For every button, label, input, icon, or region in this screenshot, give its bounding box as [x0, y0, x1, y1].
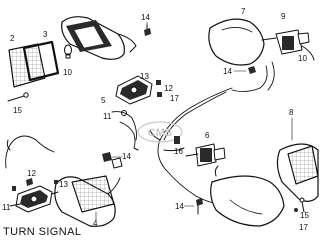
- front-right-nut-12: [12, 178, 33, 191]
- callout-14-d: 14: [175, 202, 184, 211]
- stud-14-d: [196, 198, 203, 215]
- grommet-14-b: [102, 152, 112, 162]
- cms-watermark: CMS: [137, 121, 183, 143]
- stud-14-a: [144, 24, 151, 36]
- center-grommet-16: [174, 136, 180, 144]
- callout-10-b: 10: [298, 54, 307, 63]
- callout-6: 6: [205, 131, 210, 140]
- callout-13-a: 13: [140, 72, 149, 81]
- rear-right-bulb-socket-9: [275, 29, 315, 61]
- callout-14-c: 14: [223, 67, 232, 76]
- watermark-text: CMS: [148, 127, 172, 139]
- rear-right-turn-signal-housing: [208, 18, 277, 66]
- front-right-bracket: [9, 185, 53, 213]
- callout-10-a: 10: [63, 68, 72, 77]
- callout-17-b: 17: [299, 223, 308, 232]
- lens-screws-15-17: [294, 197, 305, 213]
- center-wire-harness: [149, 87, 233, 205]
- front-left-bracket: [115, 75, 153, 105]
- callout-11-b: 11: [2, 203, 11, 212]
- rear-right-turn-signal-body: [210, 165, 285, 227]
- front-left-bulb-10: [64, 44, 72, 59]
- front-right-stem-wiring: [5, 135, 55, 169]
- lens-screw-15: [7, 92, 29, 102]
- callout-4: 4: [93, 219, 98, 228]
- rear-right-lens-housing: [276, 143, 319, 202]
- callout-5: 5: [101, 96, 106, 105]
- callout-15-a: 15: [13, 106, 22, 115]
- callout-17-a: 17: [170, 94, 179, 103]
- front-right-turn-signal-housing: [54, 175, 121, 227]
- callout-11-a: 11: [103, 112, 112, 121]
- diagram-title: TURN SIGNAL: [3, 226, 82, 238]
- callout-16: 16: [174, 147, 183, 156]
- front-left-turn-signal-housing: [61, 16, 137, 60]
- rear-right-wiring: [231, 61, 275, 93]
- callout-14-b: 14: [122, 152, 131, 161]
- center-bulb-socket: [185, 143, 226, 167]
- callout-2: 2: [10, 34, 15, 43]
- grommet-14-c: [248, 66, 256, 74]
- callout-12-a: 12: [164, 84, 173, 93]
- callout-8: 8: [289, 108, 294, 117]
- front-right-rear-bits: [51, 157, 123, 195]
- callout-13-b: 13: [59, 180, 68, 189]
- callout-7: 7: [241, 7, 246, 16]
- callout-15-b: 15: [300, 211, 309, 220]
- front-left-wiring: [111, 111, 139, 151]
- callout-14-a: 14: [141, 13, 150, 22]
- callout-9: 9: [281, 12, 286, 21]
- lens-gasket: [22, 40, 60, 82]
- callout-12-b: 12: [27, 169, 36, 178]
- callout-3: 3: [43, 30, 48, 39]
